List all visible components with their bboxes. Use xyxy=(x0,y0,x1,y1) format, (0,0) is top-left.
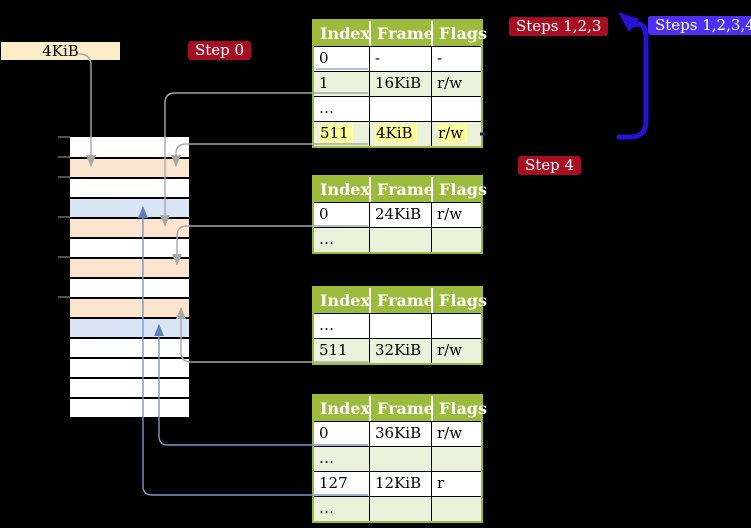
table-cell: 36KiB xyxy=(369,422,431,446)
recursive-loop-arrowhead xyxy=(618,12,639,32)
memory-frame-row xyxy=(70,257,189,277)
table-row: 0 24KiB r/w xyxy=(314,202,481,227)
memory-frame-row xyxy=(70,237,189,257)
table-row: 1 16KiB r/w xyxy=(314,71,481,96)
table-cell: r/w xyxy=(431,122,481,146)
table-cell: 16KiB xyxy=(369,72,431,96)
table-cell: … xyxy=(314,314,369,338)
highlight-mark: 511 xyxy=(319,124,353,143)
table-row: … xyxy=(314,496,481,521)
table-cell: … xyxy=(314,97,369,121)
memory-frame-row xyxy=(70,317,189,337)
table-cell: 24KiB xyxy=(369,203,431,227)
table-row: 511 32KiB r/w xyxy=(314,338,481,363)
table-cell: 0 xyxy=(314,47,369,71)
table-cell: r xyxy=(431,472,481,496)
steps-1-2-3-4-label: Steps 1,2,3,4 xyxy=(648,16,751,35)
memory-frame-row xyxy=(70,377,189,397)
memory-frame-row xyxy=(70,277,189,297)
table-row: … xyxy=(314,96,481,121)
table-header-row: Index Frame Flags xyxy=(314,288,487,313)
memory-frame-row xyxy=(70,197,189,217)
frame-size-label: 4KiB xyxy=(1,42,120,60)
table-cell: 0 xyxy=(314,203,369,227)
header-cell-frame: Frame xyxy=(369,288,434,313)
table-row: 127 12KiB r xyxy=(314,471,481,496)
physical-memory-column xyxy=(70,137,189,417)
table-cell: 1 xyxy=(314,72,369,96)
page-table-1: Index Frame Flags 0 - - 1 16KiB r/w … 51… xyxy=(312,19,487,148)
table-row: 0 - - xyxy=(314,46,481,71)
table-cell: … xyxy=(314,497,369,521)
table-cell xyxy=(431,97,481,121)
header-cell-flags: Flags xyxy=(431,396,487,421)
memory-frame-row xyxy=(70,397,189,417)
memory-frame-row xyxy=(70,357,189,377)
table-cell: … xyxy=(314,228,369,252)
highlight-mark: r/w xyxy=(437,124,468,143)
header-cell-flags: Flags xyxy=(431,288,487,313)
steps-1-2-3-label: Steps 1,2,3 xyxy=(509,17,609,36)
memory-frame-row xyxy=(70,177,189,197)
header-cell-index: Index xyxy=(320,180,371,199)
table-cell: r/w xyxy=(431,422,481,446)
memory-frame-row xyxy=(70,137,189,157)
highlight-mark: 4KiB xyxy=(375,124,417,143)
table-cell: 4KiB xyxy=(369,122,431,146)
table-row: … xyxy=(314,313,481,338)
step-0-label: Step 0 xyxy=(188,41,252,60)
step-4-label: Step 4 xyxy=(518,156,582,175)
header-cell-flags: Flags xyxy=(431,177,487,202)
memory-frame-row xyxy=(70,217,189,237)
table-row: … xyxy=(314,227,481,252)
table-header-row: Index Frame Flags xyxy=(314,21,487,46)
table-row: … xyxy=(314,446,481,471)
table-cell: 32KiB xyxy=(369,339,431,363)
header-cell-frame: Frame xyxy=(369,21,434,46)
table-cell: r/w xyxy=(431,339,481,363)
table-cell: 511 xyxy=(314,339,369,363)
table-cell xyxy=(431,497,481,521)
table-cell: … xyxy=(314,447,369,471)
table-cell: 12KiB xyxy=(369,472,431,496)
memory-frame-row xyxy=(70,157,189,177)
recursive-loop-arrow xyxy=(616,21,649,140)
memory-address-ticks xyxy=(58,136,70,298)
table-row-highlighted: 511 4KiB r/w xyxy=(314,121,481,146)
table-cell xyxy=(369,314,431,338)
table-cell: 511 xyxy=(314,122,369,146)
table-cell xyxy=(369,97,431,121)
memory-frame-row xyxy=(70,297,189,317)
page-table-3: Index Frame Flags … 511 32KiB r/w xyxy=(312,286,487,365)
header-cell-frame: Frame xyxy=(369,177,434,202)
table-row: 0 36KiB r/w xyxy=(314,421,481,446)
table-cell: r/w xyxy=(431,72,481,96)
header-cell-index: Index xyxy=(320,399,371,418)
table-cell: - xyxy=(369,47,431,71)
memory-frame-row xyxy=(70,337,189,357)
table-cell xyxy=(369,228,431,252)
page-table-2: Index Frame Flags 0 24KiB r/w … xyxy=(312,175,487,254)
table-cell: - xyxy=(431,47,481,71)
header-cell-index: Index xyxy=(320,24,371,43)
table-cell xyxy=(431,314,481,338)
table-cell xyxy=(431,228,481,252)
table-cell xyxy=(369,447,431,471)
table-cell xyxy=(431,447,481,471)
header-cell-frame: Frame xyxy=(369,396,434,421)
header-cell-flags: Flags xyxy=(431,21,487,46)
table-cell xyxy=(369,497,431,521)
table-header-row: Index Frame Flags xyxy=(314,396,487,421)
table-header-row: Index Frame Flags xyxy=(314,177,487,202)
header-cell-index: Index xyxy=(320,291,371,310)
table-cell: 0 xyxy=(314,422,369,446)
page-table-4: Index Frame Flags 0 36KiB r/w … 127 12Ki… xyxy=(312,394,487,523)
table-cell: 127 xyxy=(314,472,369,496)
table-cell: r/w xyxy=(431,203,481,227)
